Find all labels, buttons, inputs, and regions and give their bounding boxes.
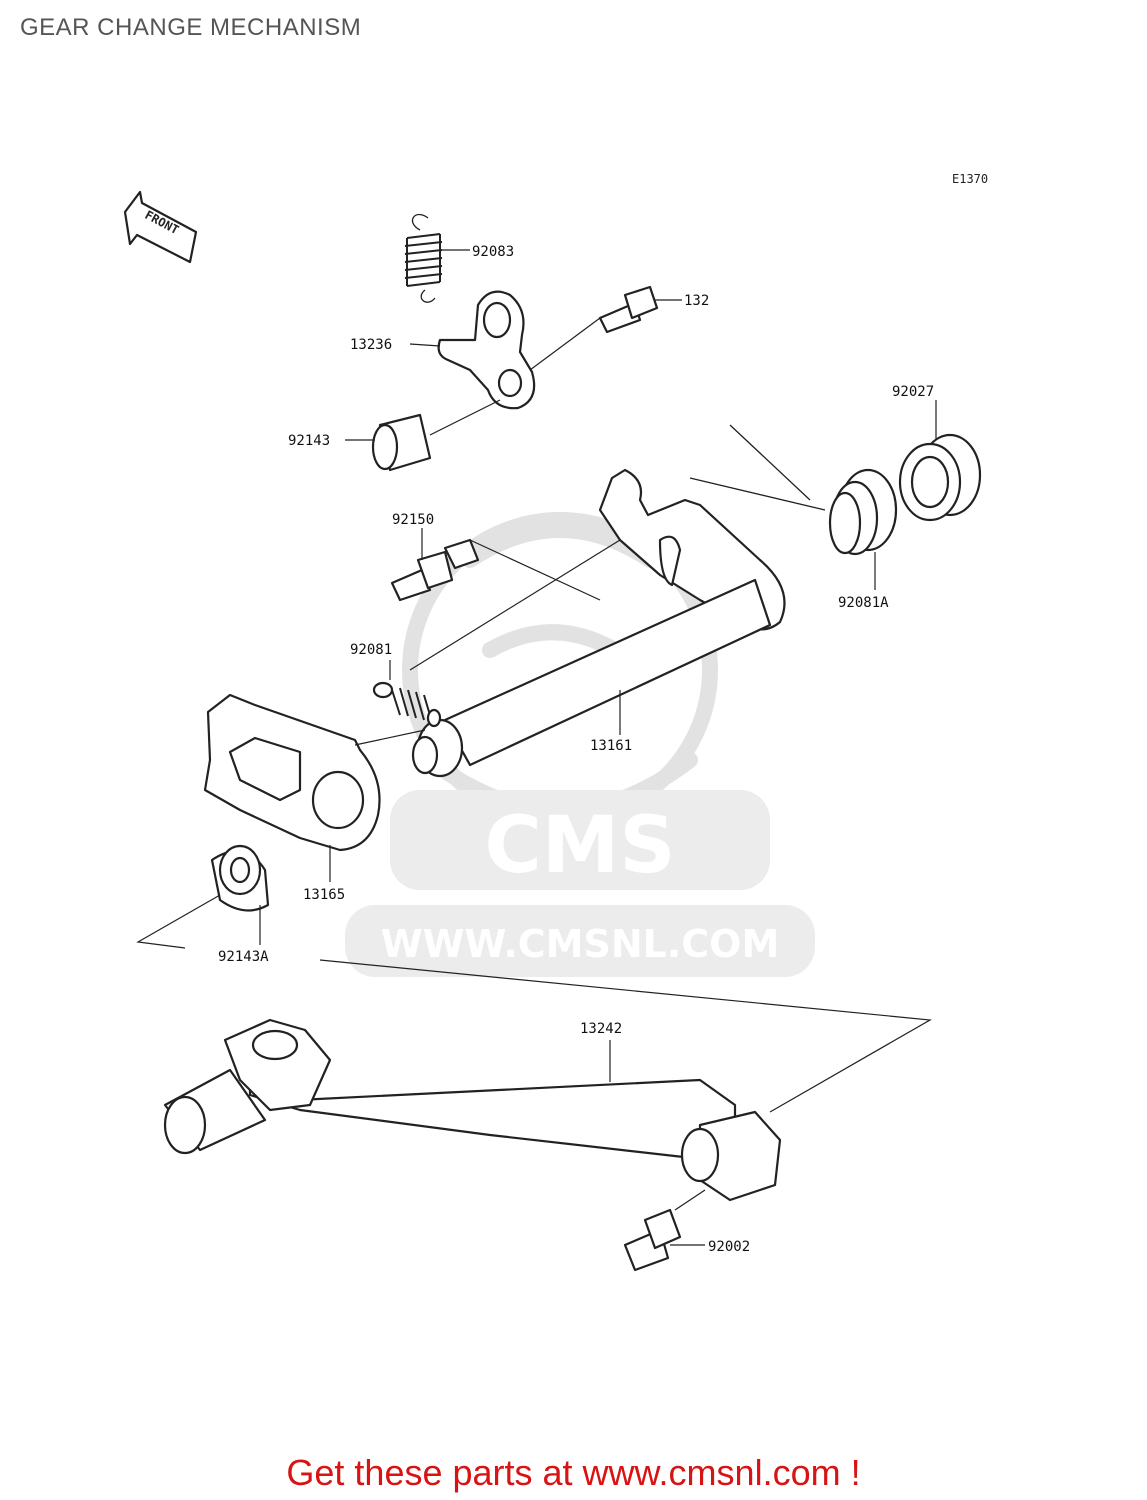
part-label-13161: 13161 xyxy=(590,738,632,754)
pin-92150 xyxy=(390,538,480,602)
bolt-92002 xyxy=(623,1208,682,1272)
shift-pedal-13242 xyxy=(163,1018,782,1202)
collar-92143A xyxy=(210,844,270,912)
part-label-92081: 92081 xyxy=(350,642,392,658)
stopper-lever-13236 xyxy=(437,290,536,410)
diagram-code: E1370 xyxy=(952,172,989,186)
part-label-92081A: 92081A xyxy=(838,595,889,611)
shift-shaft-13161 xyxy=(411,468,786,778)
part-label-92083: 92083 xyxy=(472,244,514,260)
part-label-13242: 13242 xyxy=(580,1021,622,1037)
watermark-brand: CMS xyxy=(484,801,675,891)
leader-lines xyxy=(136,249,937,1246)
spring-92081 xyxy=(372,681,442,728)
collar-92143 xyxy=(371,413,432,472)
part-label-92027: 92027 xyxy=(892,384,934,400)
shift-plate-13165 xyxy=(203,693,381,852)
oil-seal-92027 xyxy=(898,433,982,522)
part-label-92143A: 92143A xyxy=(218,949,269,965)
return-spring-92081A xyxy=(689,424,898,556)
part-label-92150: 92150 xyxy=(392,512,434,528)
front-arrow-icon: FRONT xyxy=(123,190,198,264)
page-title: GEAR CHANGE MECHANISM xyxy=(20,14,362,41)
part-label-92002: 92002 xyxy=(708,1239,750,1255)
part-label-92143: 92143 xyxy=(288,433,330,449)
spring-92083 xyxy=(404,213,443,303)
cms-watermark: CMS WWW.CMSNL.COM xyxy=(345,512,815,977)
part-label-13236: 13236 xyxy=(350,337,392,353)
footer-link-text[interactable]: Get these parts at www.cmsnl.com ! xyxy=(286,1452,861,1493)
watermark-url: WWW.CMSNL.COM xyxy=(381,922,780,966)
part-label-132: 132 xyxy=(684,293,709,309)
part-label-13165: 13165 xyxy=(303,887,345,903)
bolt-132 xyxy=(598,285,659,334)
